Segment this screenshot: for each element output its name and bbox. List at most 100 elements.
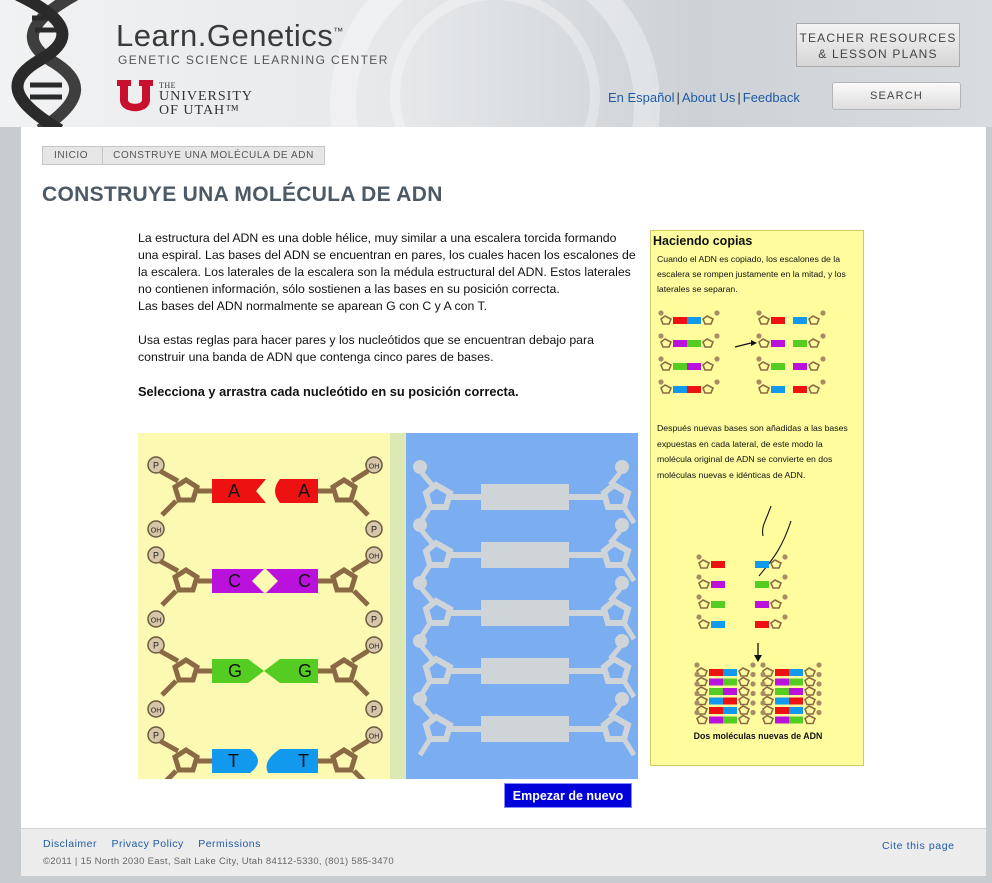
mini-base [709, 707, 723, 714]
mini-phosphate [750, 690, 756, 697]
cite-page-link[interactable]: Cite this page [882, 840, 955, 852]
backbone-line [158, 738, 180, 754]
slot-right-backbone [608, 471, 622, 487]
university-name[interactable]: THE UNIVERSITY OF UTAH™ [159, 81, 253, 118]
teacher-resources-button[interactable]: TEACHER RESOURCES & LESSON PLANS [796, 23, 960, 67]
site-title[interactable]: Learn.Genetics™ [116, 18, 344, 53]
slot-left-backbone [417, 737, 433, 757]
mini-sugar [696, 705, 709, 715]
arrow-head [751, 340, 757, 346]
slot-right-backbone [608, 703, 622, 719]
slot-left-sugar [422, 713, 454, 742]
mini-sugar [770, 599, 783, 609]
nucleotide-right-t[interactable]: OHPT [266, 726, 383, 779]
mini-base [711, 561, 725, 568]
mini-sugar [698, 579, 711, 589]
slot-left-backbone [420, 529, 434, 545]
arrow-curve [762, 505, 772, 537]
nucleotide-left-t[interactable]: POHT [147, 726, 258, 779]
mini-sugar [808, 315, 821, 325]
link-feedback[interactable]: Feedback [742, 90, 800, 105]
mini-base-pair [687, 340, 701, 347]
intro-paragraph-1: La estructura del ADN es una doble hélic… [138, 231, 636, 313]
empty-base-pair-slot[interactable] [413, 634, 637, 699]
arrow-line [734, 342, 752, 348]
phosphate-left-label: P [153, 641, 159, 651]
empty-base-pair-slot[interactable] [413, 518, 637, 583]
mini-sugar [770, 579, 783, 589]
slot-right-backbone [608, 645, 622, 661]
backbone-line [352, 769, 366, 779]
site-footer: Disclaimer Privacy Policy Permissions ©2… [21, 828, 986, 876]
mini-dna-ladder [756, 310, 826, 394]
mini-phosphate [750, 662, 756, 668]
intro-text: La estructura del ADN es una doble hélic… [138, 230, 638, 417]
left-sugar [172, 567, 200, 593]
mini-sugar [696, 676, 709, 687]
backbone-line [158, 558, 180, 574]
mini-base-pair [723, 688, 737, 695]
phosphate-left-label: P [153, 461, 159, 471]
slot-right-backbone [621, 563, 637, 583]
breadcrumb-current: CONSTRUYE UNA MOLÉCULA DE ADN [103, 146, 325, 165]
empty-base-pair-slot[interactable] [413, 576, 637, 641]
main-content: INICIO CONSTRUYE UNA MOLÉCULA DE ADN CON… [21, 127, 986, 828]
mini-base [771, 363, 785, 370]
empty-base-pair-slot[interactable] [413, 692, 637, 757]
phosphate-right-circle [365, 700, 383, 718]
mini-phosphate [760, 690, 766, 697]
mini-sugar [758, 315, 771, 325]
mini-base [775, 678, 789, 686]
mini-sugar [804, 667, 817, 677]
mini-base [709, 688, 723, 695]
empty-base-pair-slot[interactable] [413, 460, 637, 525]
mini-base-pair [723, 678, 737, 686]
backbone-line [350, 648, 370, 664]
dna-helix-logo-icon[interactable] [0, 0, 100, 127]
mini-base-pair [687, 363, 701, 370]
hydroxyl-left-circle [147, 610, 165, 628]
breadcrumb-home[interactable]: INICIO [42, 146, 104, 165]
restart-button[interactable]: Empezar de nuevo [504, 783, 632, 808]
mini-base-pair [793, 340, 807, 347]
mini-sugar [702, 361, 715, 371]
copying-info-panel: Haciendo copias Cuando el ADN es copiado… [650, 230, 864, 766]
slot-right-sugar [600, 713, 632, 742]
mini-sugar [696, 686, 709, 696]
backbone-line [158, 468, 180, 484]
mini-sugar [702, 315, 715, 325]
mini-base-pair [723, 716, 737, 724]
mini-phosphate [816, 690, 822, 697]
backbone-line [352, 499, 370, 517]
university-seal-inner-watermark [390, 0, 600, 127]
slot-rung [481, 484, 569, 510]
slot-left-phosphate [413, 460, 427, 474]
mini-phosphate [816, 709, 822, 716]
slot-left-backbone [420, 471, 434, 487]
link-disclaimer[interactable]: Disclaimer [43, 838, 98, 850]
hydroxyl-left-circle [147, 520, 165, 538]
link-permissions[interactable]: Permissions [198, 838, 261, 850]
mini-phosphate [760, 700, 766, 706]
header-links: En Español|About Us|Feedback [608, 90, 800, 105]
mini-sugar [804, 714, 817, 725]
link-about-us[interactable]: About Us [681, 90, 736, 105]
link-privacy-policy[interactable]: Privacy Policy [111, 838, 184, 850]
mini-base-pair [755, 581, 769, 588]
university-u-logo-icon[interactable] [117, 80, 153, 113]
mini-sugar [660, 361, 673, 371]
mini-base-pair [687, 386, 701, 393]
mini-base-pair [793, 317, 807, 324]
phosphate-left-label: P [153, 551, 159, 561]
mini-base-pair [723, 707, 737, 714]
link-espanol[interactable]: En Español [608, 90, 675, 105]
mini-sugar [804, 695, 817, 706]
mini-dna-ladder [760, 662, 822, 725]
search-button[interactable]: SEARCH [832, 82, 961, 110]
